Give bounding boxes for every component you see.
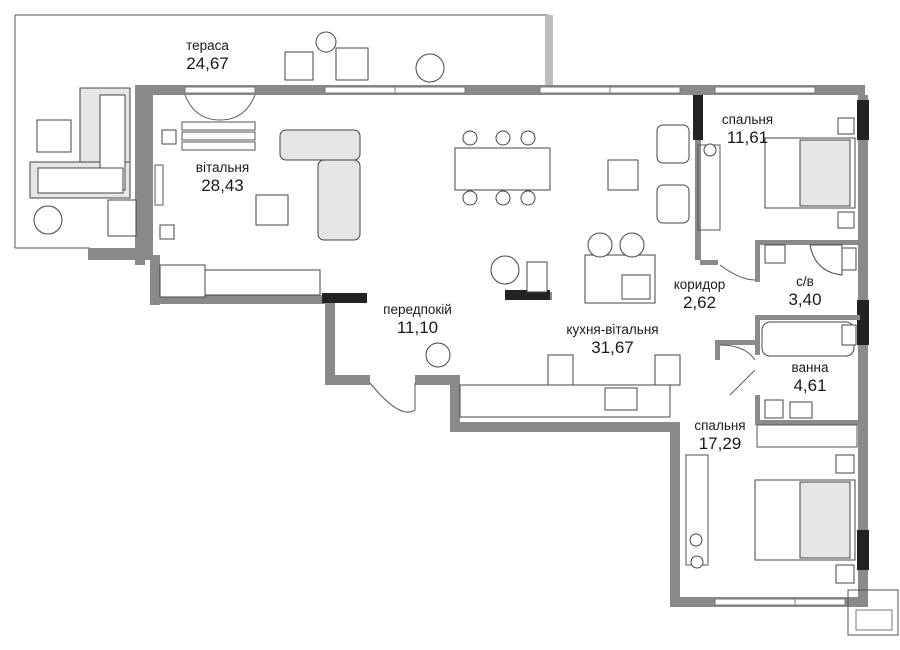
room-name: кухня-вітальня [566,322,659,337]
room-label-corridor: коридор 2,62 [652,277,747,312]
bedroom2-furniture [685,424,858,584]
room-label-bedroom1: спальня 11,61 [700,112,795,147]
room-name: передпокій [383,302,452,317]
kitchen-furniture [425,124,690,418]
room-label-bath: ванна 4,61 [770,360,850,395]
room-area: 4,61 [793,375,827,395]
room-label-wc: с/в 3,40 [770,274,840,309]
room-area: 3,40 [788,289,822,309]
room-area: 17,29 [698,433,742,453]
room-area: 11,10 [396,317,439,337]
room-label-terrace: тераса 24,67 [160,38,255,73]
room-label-living: вітальня 28,43 [175,160,270,195]
room-area: 31,67 [591,337,634,357]
room-name: тераса [186,38,229,53]
terrace-outline [14,14,553,249]
room-area: 11,61 [726,127,769,147]
room-name: ванна [791,360,829,375]
hall-door [369,382,416,413]
room-area: 24,67 [186,53,229,73]
room-area: 2,62 [682,292,717,312]
room-label-kitchen: кухня-вітальня 31,67 [545,322,680,357]
room-name: спальня [694,418,746,433]
terrace-furniture [29,31,445,237]
room-name: с/в [796,274,814,289]
walls [88,85,899,636]
wc-bath-fixtures [719,244,857,419]
bedroom1-furniture [697,117,856,231]
room-name: вітальня [195,160,250,175]
room-label-hall: передпокій 11,10 [360,302,475,337]
room-area: 28,43 [201,175,244,195]
room-name: спальня [721,112,774,127]
room-name: коридор [673,277,726,292]
terrace-door [181,94,256,151]
room-label-bedroom2: спальня 17,29 [680,418,760,453]
living-furniture [154,129,361,298]
